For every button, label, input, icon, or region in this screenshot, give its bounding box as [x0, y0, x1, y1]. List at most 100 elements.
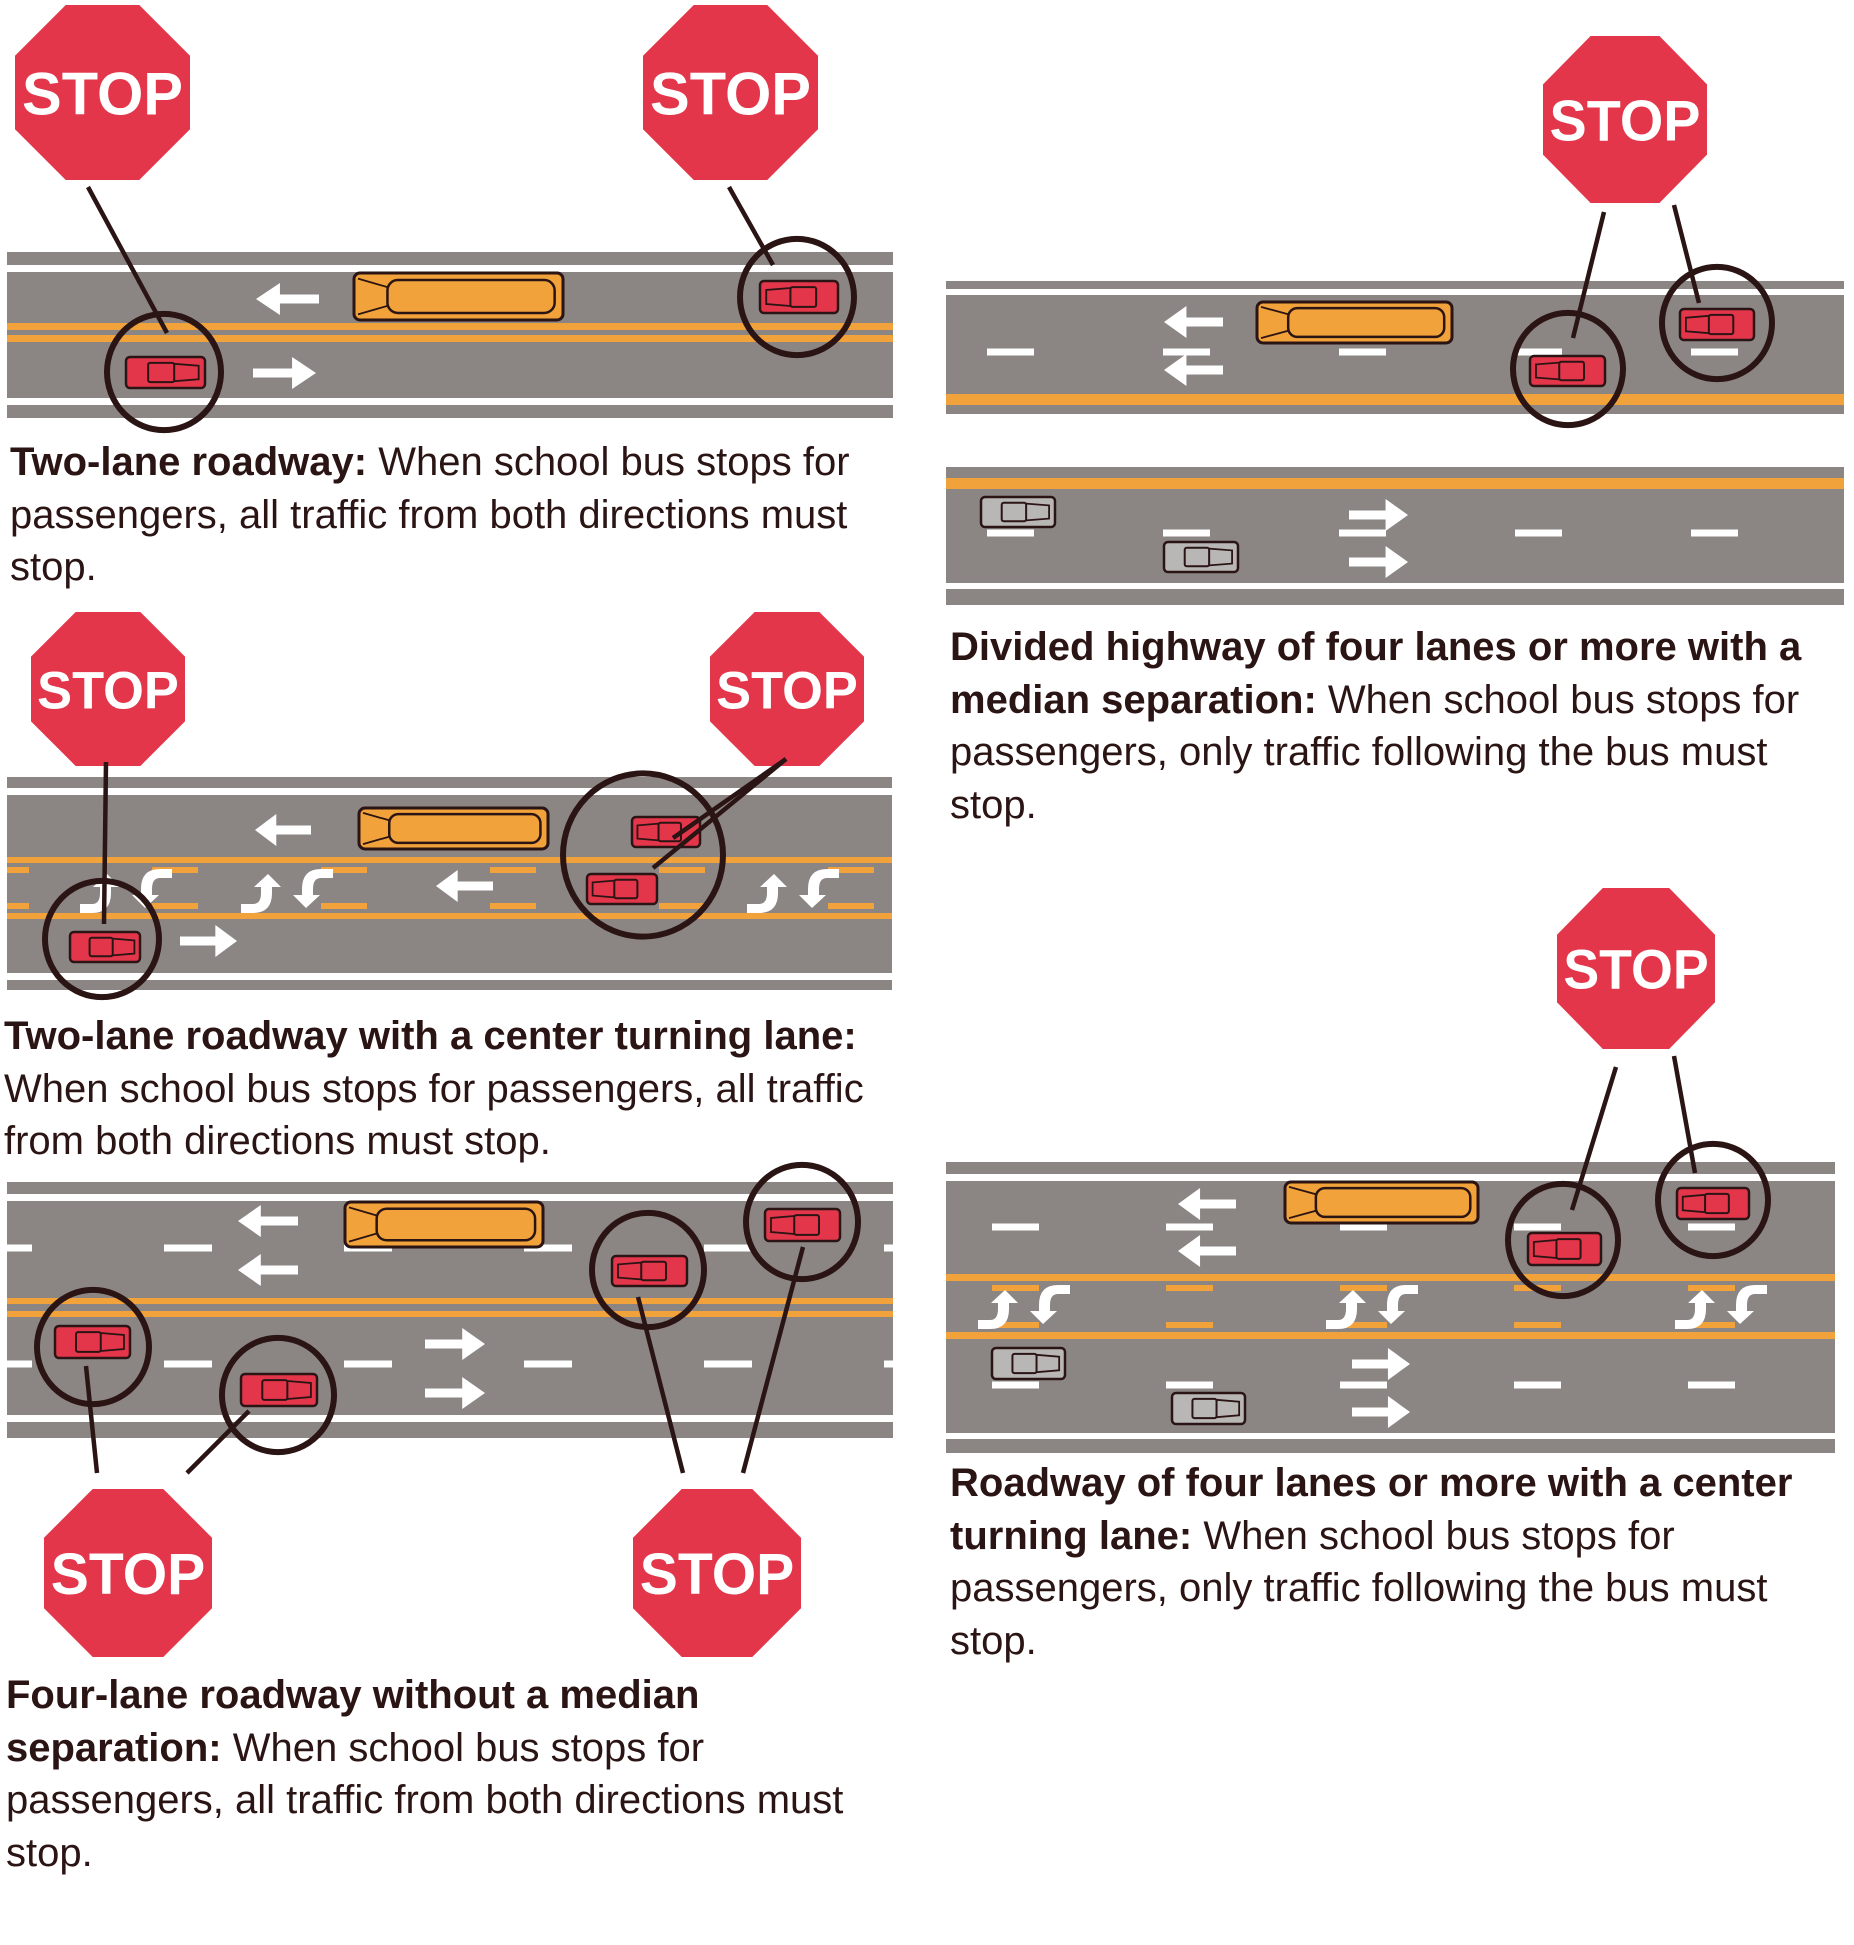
car-body — [239, 1372, 319, 1408]
turn-lane-dash — [1166, 1322, 1213, 1328]
turn-arrow-right-shape — [1727, 1285, 1767, 1324]
turn-lane-dash — [1688, 1285, 1735, 1291]
highlight-circle — [743, 1161, 861, 1283]
car-windshield — [770, 1215, 795, 1235]
turn-lane-dash — [992, 1285, 1039, 1291]
direction-arrow-icon — [425, 1377, 485, 1409]
bus-roof — [386, 278, 556, 315]
turn-arrow-icon — [1675, 1285, 1767, 1329]
car-body — [68, 930, 142, 964]
car-body — [990, 1346, 1067, 1381]
car-cabin — [75, 1331, 102, 1353]
car-cabin — [88, 936, 114, 958]
stop-sign-icon: STOP — [31, 612, 185, 766]
lane-dash — [344, 1360, 392, 1368]
median-edge-line — [946, 478, 1844, 489]
center-line — [7, 1311, 893, 1317]
callout-line — [86, 185, 169, 335]
stopped-car-icon — [585, 872, 659, 906]
caption-four-lane-no-median: Four-lane roadway without a median separ… — [6, 1669, 886, 1879]
moving-car-icon — [1170, 1391, 1247, 1426]
car-cabin — [261, 1379, 289, 1401]
edge-line — [7, 398, 893, 405]
lane-dash — [1163, 529, 1210, 537]
caption-heading: Roadway of four lanes or more with a cen… — [950, 1461, 1793, 1558]
stop-sign-octagon — [1543, 36, 1707, 203]
turn-lane-dash — [321, 867, 367, 873]
bus-body — [1283, 1180, 1480, 1225]
car-cabin — [640, 1260, 667, 1282]
turn-lane-dash — [7, 903, 29, 909]
car-body — [1526, 1231, 1603, 1267]
stopped-car-icon — [758, 279, 840, 315]
lane-dash — [1514, 1223, 1561, 1231]
stopped-car-icon — [1678, 307, 1756, 342]
direction-arrow-icon — [253, 357, 316, 389]
stopped-car-icon — [1675, 1186, 1751, 1221]
turn-arrow-left-shape — [747, 874, 787, 913]
car-body — [1170, 1391, 1247, 1426]
car-windshield — [1209, 547, 1233, 567]
stop-sign-octagon — [31, 612, 185, 766]
stopped-car-icon — [630, 815, 702, 849]
lane-dash — [1515, 529, 1562, 537]
car-windshield — [1026, 502, 1050, 522]
car-windshield — [1681, 1193, 1706, 1214]
stop-sign-label: STOP — [37, 661, 179, 720]
car-body — [1162, 540, 1240, 574]
stop-sign-octagon — [15, 5, 190, 180]
stopped-car-icon — [53, 1324, 132, 1360]
stopped-car-icon — [610, 1254, 689, 1288]
car-cabin — [1707, 313, 1735, 336]
car-body — [763, 1207, 842, 1243]
bus-roof — [1286, 306, 1446, 339]
turn-lane-dash — [152, 903, 198, 909]
turn-arrow-icon — [241, 869, 333, 913]
stop-sign-octagon — [1557, 888, 1715, 1049]
school-bus-icon — [343, 1200, 545, 1249]
bus-hood-line — [348, 1206, 377, 1217]
turn-lane-dash — [321, 903, 367, 909]
turn-lane-dash — [1688, 1322, 1735, 1328]
car-body — [610, 1254, 689, 1288]
direction-arrow-icon — [1349, 499, 1408, 531]
caption-divided-highway: Divided highway of four lanes or more wi… — [950, 621, 1850, 831]
lane-dash — [1688, 1381, 1735, 1389]
car-windshield — [1535, 361, 1560, 381]
stop-sign-label: STOP — [1550, 89, 1701, 153]
bus-body — [343, 1200, 545, 1249]
car-windshield — [1532, 1239, 1557, 1259]
car-cabin — [789, 286, 818, 308]
car-windshield — [287, 1380, 312, 1400]
direction-arrow-icon — [436, 870, 493, 902]
direction-arrow-icon — [238, 1254, 298, 1286]
car-body — [124, 355, 207, 390]
bus-hood-line — [1288, 1209, 1317, 1219]
median-edge-line — [946, 394, 1844, 405]
highlight-circle — [34, 1286, 152, 1408]
turn-arrow-left-shape — [241, 874, 281, 913]
highlight-circle — [104, 310, 224, 434]
car-body — [1678, 307, 1756, 342]
direction-arrow-icon — [1178, 1188, 1236, 1220]
stop-sign-icon: STOP — [1543, 36, 1707, 203]
car-cabin — [1555, 1238, 1582, 1260]
caption-body: When school bus stops for passengers, al… — [4, 1066, 864, 1164]
stopped-car-icon — [1528, 354, 1607, 388]
callout-line — [185, 1409, 251, 1475]
car-cabin — [1000, 501, 1028, 523]
lane-dash — [884, 1244, 893, 1252]
lane-dash — [1166, 1223, 1213, 1231]
stop-sign-label: STOP — [650, 59, 811, 127]
car-body — [1675, 1186, 1751, 1221]
direction-arrow-icon — [256, 283, 319, 315]
stop-sign-label: STOP — [640, 1543, 795, 1607]
turn-arrow-right-shape — [293, 869, 333, 908]
car-windshield — [591, 879, 615, 899]
lane-dash — [1339, 348, 1386, 356]
direction-arrow-icon — [1164, 354, 1223, 386]
direction-arrow-icon — [180, 925, 237, 957]
edge-line — [7, 973, 892, 980]
caption-body: When school bus stops for passengers, al… — [10, 440, 850, 589]
